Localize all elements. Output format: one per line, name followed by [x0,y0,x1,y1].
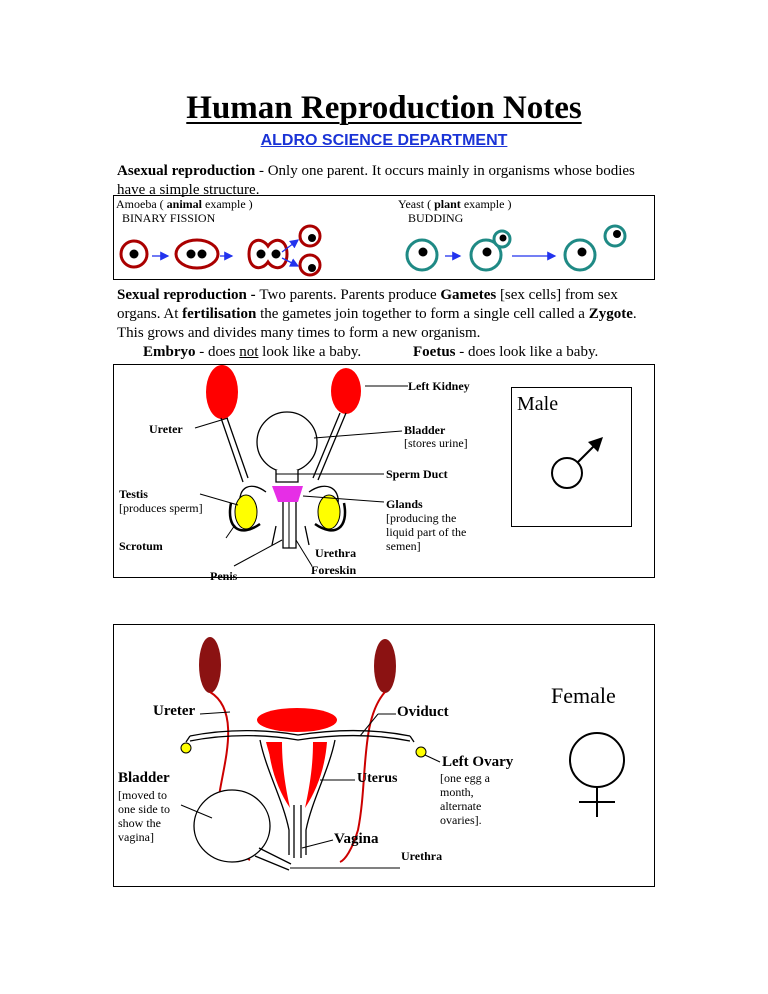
testis-label: Testis [119,487,148,501]
female-ureter-label: Ureter [153,703,196,719]
asexual-paragraph: Asexual reproduction - Only one parent. … [117,162,657,200]
male-left-testis [234,494,258,530]
sexual-term: Sexual reproduction - [117,287,260,303]
embryo-term: Embryo [143,344,196,360]
uterus-label: Uterus [357,771,398,786]
left-ovary-label: Left Ovary [442,754,514,770]
asexual-diagram-box [113,195,655,280]
sperm-duct-label: Sperm Duct [386,467,448,481]
female-left-kidney [199,637,221,693]
embryo-not: not [239,344,259,360]
female-bladder-note-1: [moved to [118,788,167,802]
department-link[interactable]: ALDRO SCIENCE DEPARTMENT [260,132,508,149]
female-bladder-label: Bladder [118,770,170,786]
penis-label: Penis [210,569,238,583]
glands-note-1: [producing the [386,511,457,525]
uterus-wall-right [305,742,327,808]
glands-note-3: semen] [386,539,421,553]
yeast-caption-bold: plant [434,197,461,211]
ovary-note-4: ovaries]. [440,813,482,827]
yeast-caption-pre: Yeast ( [398,197,435,211]
male-bladder-note: [stores urine] [404,436,468,450]
female-heading: Female [551,683,616,708]
foreskin-label: Foreskin [311,563,357,577]
ovary-note-2: month, [440,785,474,799]
foetus-text: - does look like a baby. [455,344,599,360]
ovary-note-3: alternate [440,799,482,813]
page-title: Human Reproduction Notes [186,90,582,126]
gametes-term: Gametes [440,287,497,303]
scrotum-label: Scrotum [119,539,163,553]
asexual-text: - Only one parent. It occurs mainly in o… [117,163,635,198]
sexual-text-3: the gametes join together to form a sing… [256,306,589,322]
male-scrotum [228,502,261,532]
female-ovary [180,742,192,754]
fertilisation-term: fertilisation [182,306,257,322]
ovary-note-1: [one egg a [440,771,490,785]
male-symbol-icon [551,457,583,489]
male-ureter-label: Ureter [149,422,183,436]
amoeba-dividing-cell [174,238,220,270]
sexual-text-4: . This grows and divides many times to f… [117,306,637,341]
yeast-caption-post: example ) [460,197,512,211]
yeast-caption: Yeast ( plant example ) [398,197,511,211]
zygote-term: Zygote [588,306,633,322]
uterus-wall-left [268,742,290,808]
asexual-term: Asexual reproduction [117,163,256,179]
uterus-fundus [257,708,337,732]
female-bladder-note-3: show the [118,816,161,830]
female-right-kidney [374,639,396,693]
male-urethra-label: Urethra [315,546,357,560]
sexual-text-2: [sex cells] from sex organs. At [117,287,618,322]
male-bladder-label: Bladder [404,423,446,437]
female-symbol-icon [569,732,625,788]
amoeba-caption-bold: animal [166,197,202,211]
female-left-ovary [415,746,427,758]
binary-fission-label: BINARY FISSION [122,211,216,225]
female-bladder-note-2: one side to [118,802,170,816]
male-right-kidney [331,368,361,414]
male-gland [272,486,303,502]
vagina-label: Vagina [334,831,379,847]
budding-label: BUDDING [408,211,464,225]
oviduct-label: Oviduct [397,704,449,720]
embryo-text-b: look like a baby. [258,344,362,360]
foetus-line: Foetus - does look like a baby. [413,343,598,362]
amoeba-caption: Amoeba ( animal example ) [116,197,253,211]
amoeba-caption-post: example ) [202,197,253,211]
female-oviduct [189,729,411,737]
female-bladder [193,789,271,863]
embryo-text-a: - does [195,344,240,360]
female-urethra-label: Urethra [401,849,443,863]
amoeba-pinching-cell [247,238,289,270]
female-bladder-note-4: vagina] [118,830,154,844]
sexual-text-1: Two parents. Parents produce [259,287,441,303]
male-heading: Male [517,393,559,415]
male-left-kidney [206,365,238,419]
amoeba-caption-pre: Amoeba ( [116,197,167,211]
male-left-kidney-label: Left Kidney [408,379,470,393]
embryo-line: Embryo - does not look like a baby. [143,343,361,362]
foetus-term: Foetus [413,344,456,360]
testis-note: [produces sperm] [119,501,203,515]
sexual-paragraph: Sexual reproduction - Two parents. Paren… [117,286,657,343]
glands-note-2: liquid part of the [386,525,467,539]
glands-label: Glands [386,497,423,511]
male-right-testis [317,494,341,530]
